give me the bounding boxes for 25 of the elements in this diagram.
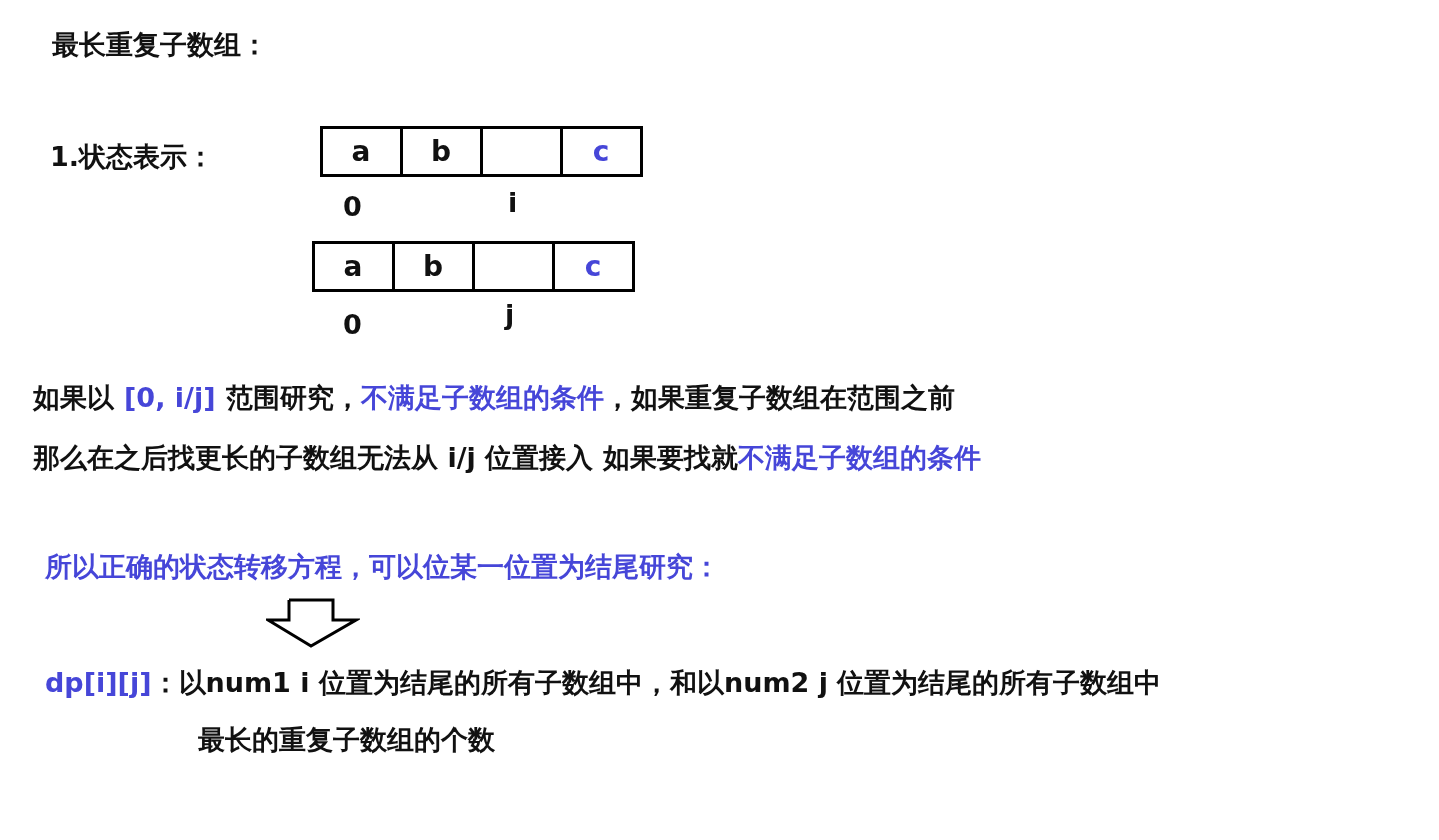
index-label: 0 bbox=[343, 190, 362, 224]
section-heading: 1.状态表示： bbox=[50, 140, 215, 174]
body-text: 范围研究， bbox=[225, 381, 361, 415]
body-text: ，如果重复子数组在范围之前 bbox=[603, 381, 955, 415]
highlighted-text: 不满足子数组的条件 bbox=[737, 441, 981, 475]
index-label: 0 bbox=[343, 308, 362, 342]
cell-text: c bbox=[584, 250, 602, 283]
cell-text: a bbox=[343, 250, 363, 283]
cell-text: b bbox=[422, 250, 443, 283]
title: 最长重复子数组： bbox=[52, 28, 268, 62]
highlighted-text: 所以正确的状态转移方程，可以位某一位置为结尾研究： bbox=[45, 550, 720, 584]
cell-text: c bbox=[592, 135, 610, 168]
cell-text: b bbox=[430, 135, 451, 168]
array-cell bbox=[311, 241, 395, 292]
cell-text: a bbox=[351, 135, 371, 168]
index-label: i bbox=[508, 186, 518, 220]
body-text: 那么在之后找更长的子数组无法从 i/j 位置接入 如果要找就 bbox=[33, 441, 738, 475]
highlighted-text: 不满足子数组的条件 bbox=[360, 381, 604, 415]
body-text: 如果以 bbox=[33, 381, 114, 415]
index-label: j bbox=[505, 298, 515, 332]
highlighted-text: dp[i][j] bbox=[45, 666, 152, 700]
highlighted-text: [0, i/j] bbox=[124, 381, 216, 415]
body-text: 最长的重复子数组的个数 bbox=[198, 723, 495, 757]
body-text: ：以num1 i 位置为结尾的所有子数组中，和以num2 j 位置为结尾的所有子数组中 bbox=[151, 666, 1162, 700]
array-cell bbox=[319, 126, 403, 177]
